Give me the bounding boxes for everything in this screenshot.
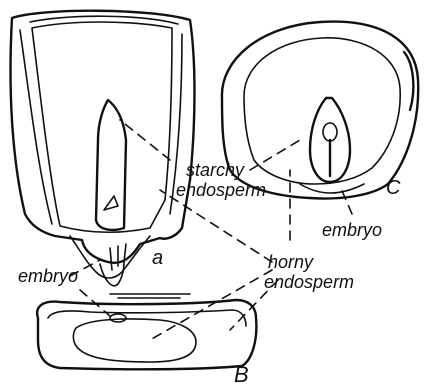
kernel-a-embryo	[96, 100, 126, 230]
label-embryo-left: embryo	[18, 266, 78, 286]
leader-starchy-a	[120, 120, 170, 160]
kernel-b	[37, 294, 256, 369]
label-horny-endosperm: endosperm	[264, 272, 354, 292]
label-embryo-right: embryo	[322, 220, 382, 240]
kernel-b-top-marks	[110, 294, 190, 298]
kernel-c-outline	[222, 22, 418, 199]
label-starchy-endosperm: endosperm	[176, 180, 266, 200]
label-a: a	[152, 247, 163, 269]
leader-starchy-c	[250, 140, 300, 170]
leader-horny-a	[160, 190, 272, 262]
kernel-c-embryo-core	[323, 123, 337, 141]
label-starchy: starchy	[186, 160, 245, 180]
kernel-b-inner-rim	[48, 310, 246, 326]
label-horny: horny	[268, 252, 314, 272]
kernel-c-starchy-endosperm	[244, 38, 400, 184]
kernel-a	[11, 11, 195, 286]
kernel-c	[222, 22, 418, 199]
kernel-a-embryo-tip	[104, 196, 118, 210]
kernel-a-starchy-endosperm	[32, 22, 172, 232]
kernel-c-outer-shadow	[404, 52, 413, 110]
kernel-c-base	[300, 184, 364, 193]
kernel-a-crown-rim	[30, 16, 178, 24]
kernel-b-starchy-endosperm	[73, 319, 196, 362]
label-b: B	[234, 362, 249, 387]
label-c: C	[386, 177, 401, 199]
kernel-b-embryo	[110, 314, 126, 322]
kernel-a-outline	[11, 11, 195, 263]
